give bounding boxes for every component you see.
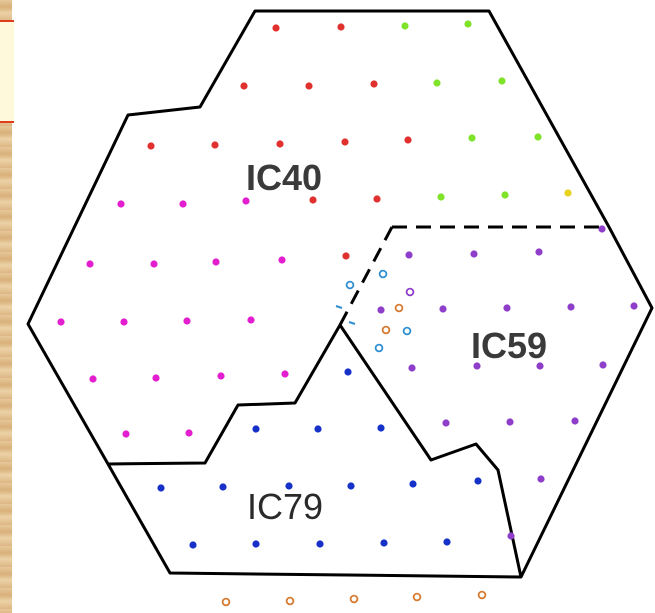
purple-string-dot xyxy=(506,418,514,426)
green-string-dot xyxy=(498,77,506,85)
blue-string-dot xyxy=(443,538,451,546)
red-string-dot xyxy=(276,140,284,148)
purple-string-dot xyxy=(599,361,607,369)
purple-string-dot xyxy=(535,248,543,256)
cyan-ring-marker xyxy=(345,280,355,290)
magenta-string-dot xyxy=(247,316,255,324)
magenta-string-dot xyxy=(117,200,125,208)
purple-string-dot xyxy=(408,364,416,372)
purple-string-dot xyxy=(567,303,575,311)
ic79-boundary xyxy=(107,323,523,578)
magenta-string-dot xyxy=(281,370,289,378)
red-string-dot xyxy=(305,82,313,90)
green-string-dot xyxy=(464,20,472,28)
magenta-string-dot xyxy=(120,318,128,326)
highlight-band xyxy=(0,20,14,123)
purple-string-dot xyxy=(473,362,481,370)
orange-ring-marker xyxy=(394,303,404,313)
purple-ring-marker xyxy=(405,287,415,297)
magenta-string-dot xyxy=(183,317,191,325)
magenta-string-dot xyxy=(212,258,220,266)
purple-string-dot xyxy=(442,419,450,427)
blue-string-dot xyxy=(377,424,385,432)
magenta-string-dot xyxy=(150,260,158,268)
green-string-dot xyxy=(501,191,509,199)
magenta-string-dot xyxy=(89,375,97,383)
red-string-dot xyxy=(370,80,378,88)
outer-outline xyxy=(26,9,654,579)
cyan-dash-marker xyxy=(335,305,343,309)
purple-string-dot xyxy=(439,305,447,313)
red-string-dot xyxy=(337,23,345,31)
magenta-string-dot xyxy=(185,429,193,437)
magenta-string-dot xyxy=(57,318,65,326)
parchment-background xyxy=(0,0,12,613)
magenta-string-dot xyxy=(152,374,160,382)
ic59-label: IC59 xyxy=(471,325,547,366)
orange-ring-marker xyxy=(285,596,295,606)
blue-string-dot xyxy=(157,484,165,492)
purple-string-dot xyxy=(571,417,579,425)
purple-string-dot xyxy=(503,304,511,312)
ic59-dashed-boundary xyxy=(338,226,394,326)
purple-string-dot xyxy=(630,302,638,310)
purple-string-dot xyxy=(470,250,478,258)
orange-ring-marker xyxy=(221,597,231,607)
blue-string-dot xyxy=(409,480,417,488)
cyan-dash-marker xyxy=(348,321,356,325)
purple-string-dot xyxy=(507,532,515,540)
magenta-string-dot xyxy=(179,200,187,208)
orange-ring-marker xyxy=(412,592,422,602)
red-string-dot xyxy=(342,252,350,260)
red-string-dot xyxy=(272,24,280,32)
blue-string-dot xyxy=(316,540,324,548)
red-string-dot xyxy=(373,195,381,203)
ic79-label: IC79 xyxy=(247,486,323,527)
blue-string-dot xyxy=(285,482,293,490)
blue-string-dot xyxy=(219,483,227,491)
orange-ring-marker xyxy=(381,325,391,335)
green-string-dot xyxy=(437,193,445,201)
green-string-dot xyxy=(534,133,542,141)
blue-string-dot xyxy=(314,425,322,433)
magenta-string-dot xyxy=(122,430,130,438)
green-string-dot xyxy=(401,22,409,30)
orange-ring-marker xyxy=(477,590,487,600)
blue-string-dot xyxy=(189,541,197,549)
cyan-ring-marker xyxy=(374,343,384,353)
red-string-dot xyxy=(341,138,349,146)
blue-string-dot xyxy=(344,368,352,376)
purple-string-dot xyxy=(537,475,545,483)
magenta-string-dot xyxy=(86,260,94,268)
magenta-string-dot xyxy=(217,372,225,380)
blue-string-dot xyxy=(380,539,388,547)
blue-string-dot xyxy=(252,425,260,433)
blue-string-dot xyxy=(252,540,260,548)
purple-string-dot xyxy=(405,251,413,259)
purple-string-dot xyxy=(598,225,606,233)
red-string-dot xyxy=(240,82,248,90)
red-string-dot xyxy=(147,142,155,150)
purple-string-dot xyxy=(536,362,544,370)
string-markers xyxy=(57,20,638,607)
yellow-string-dot xyxy=(564,189,572,197)
cyan-ring-marker xyxy=(402,326,412,336)
blue-string-dot xyxy=(347,482,355,490)
green-string-dot xyxy=(468,134,476,142)
red-string-dot xyxy=(404,136,412,144)
ic40-label: IC40 xyxy=(246,157,322,198)
cyan-ring-marker xyxy=(378,269,388,279)
magenta-string-dot xyxy=(278,256,286,264)
orange-ring-marker xyxy=(349,594,359,604)
green-string-dot xyxy=(433,79,441,87)
magenta-string-dot xyxy=(242,197,250,205)
blue-string-dot xyxy=(474,477,482,485)
purple-string-dot xyxy=(377,306,385,314)
red-string-dot xyxy=(211,141,219,149)
red-string-dot xyxy=(309,196,317,204)
